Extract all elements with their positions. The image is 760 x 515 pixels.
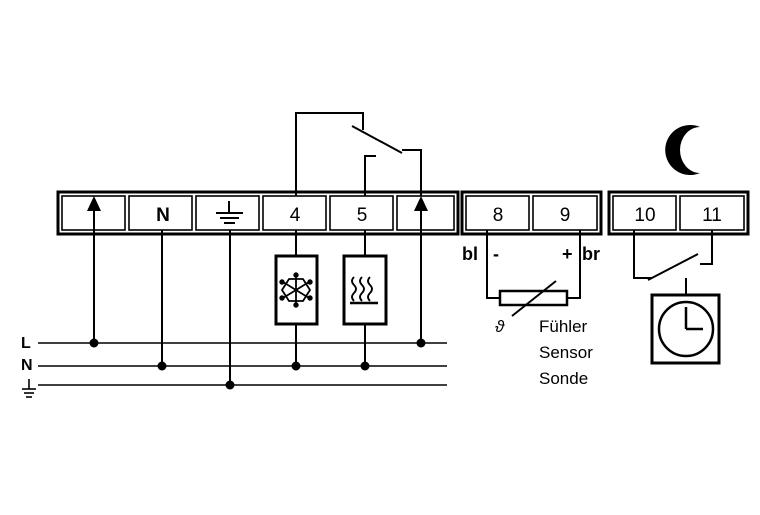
arrow-up-icon xyxy=(87,196,101,343)
timer-switch xyxy=(633,230,713,281)
terminal-n-label: N xyxy=(156,205,170,226)
terminal-4-label: 4 xyxy=(290,205,301,226)
wire-right-label: br xyxy=(582,244,600,264)
terminal-block-main: N 4 5 xyxy=(56,190,460,236)
terminal-l-in xyxy=(396,195,455,231)
terminal-block-sensor: 8 9 xyxy=(460,190,603,236)
bus-l-label: L xyxy=(21,335,31,352)
bus-lines: L N xyxy=(21,335,447,398)
terminal-5-label: 5 xyxy=(357,205,368,226)
terminal-8-label: 8 xyxy=(493,205,504,226)
sensor-label-de: Fühler xyxy=(539,317,588,336)
relay-switch xyxy=(295,112,422,196)
terminal-10-label: 10 xyxy=(634,205,655,226)
terminal-9-label: 9 xyxy=(560,205,571,226)
wire-left-label: bl xyxy=(462,244,478,264)
terminal-4 xyxy=(262,195,327,231)
sensor-symbol: ϑ xyxy=(495,317,505,336)
sensor-wiring: bl - + br ϑ Fühler Sensor Sonde xyxy=(462,230,600,388)
earth-ground-icon xyxy=(216,201,243,224)
sensor-label-en: Sensor xyxy=(539,343,593,362)
crescent-moon-icon xyxy=(665,125,700,176)
wire-left-polarity: - xyxy=(493,244,499,264)
terminal-5 xyxy=(329,195,394,231)
heating-load xyxy=(342,230,388,366)
terminal-10 xyxy=(612,195,677,231)
cooling-load xyxy=(274,230,319,366)
terminal-earth xyxy=(195,195,260,231)
arrow-up-icon xyxy=(414,196,428,343)
terminal-9 xyxy=(532,195,598,231)
terminal-11-label: 11 xyxy=(702,205,722,226)
wire-right-polarity: + xyxy=(562,244,573,264)
terminal-n xyxy=(128,195,193,231)
clock-icon xyxy=(650,278,721,365)
sensor-resistor xyxy=(498,289,569,307)
terminal-block-timer: 10 11 xyxy=(607,190,750,236)
sensor-label-fr: Sonde xyxy=(539,369,588,388)
bus-n-label: N xyxy=(21,357,33,374)
snowflake-icon xyxy=(279,272,313,308)
terminal-8 xyxy=(465,195,530,231)
heating-waves-icon xyxy=(350,276,378,305)
bus-earth-icon xyxy=(22,379,36,398)
